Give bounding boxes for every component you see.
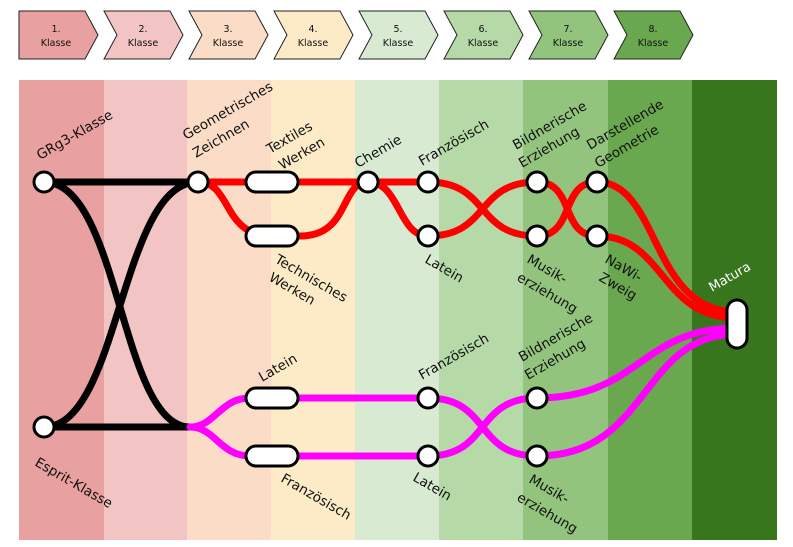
grade-4-label: Klasse <box>298 38 329 49</box>
grade-column-6 <box>439 80 523 540</box>
stop-matura <box>725 298 749 350</box>
stop-grg3-klasse <box>32 170 56 194</box>
stop-bildn-top <box>525 170 549 194</box>
grade-chevron-5: 5. Klasse <box>358 10 439 60</box>
grade-chevron-4: 4. Klasse <box>273 10 354 60</box>
stop-musik-top <box>525 224 549 248</box>
class-switch-lines <box>40 178 202 431</box>
grade-7-label: Klasse <box>553 38 584 49</box>
grade-chevron-8-shape <box>613 10 694 60</box>
grade-6-label: Klasse <box>468 38 499 49</box>
stop-technisches-werken <box>244 224 300 248</box>
grade-chevron-8: 8. Klasse <box>613 10 694 60</box>
stop-darstellende-geometrie <box>585 170 609 194</box>
stop-nawi-zweig <box>585 224 609 248</box>
grade-chevron-5-shape <box>358 10 439 60</box>
grade-chevron-2: 2. Klasse <box>103 10 184 60</box>
grade-column-1 <box>19 80 104 540</box>
grade-5-label: Klasse <box>383 38 414 49</box>
stop-latein-esprit <box>244 386 300 410</box>
stop-bildn-esprit <box>525 386 549 410</box>
stop-esprit-klasse <box>32 415 56 439</box>
nawi-to-matura <box>593 232 741 322</box>
grade-8-label: Klasse <box>638 38 669 49</box>
grade-chevron-4-shape <box>273 10 354 60</box>
stop-chemie <box>356 170 380 194</box>
stop-textiles-werken <box>244 170 300 194</box>
grade-chevron-1-shape <box>18 10 99 60</box>
grade-chevron-3: 3. Klasse <box>188 10 269 60</box>
grade-2-number: 2. <box>138 24 147 35</box>
grade-chevron-6-shape <box>443 10 524 60</box>
grade-8-number: 8. <box>648 24 657 35</box>
stop-geometrisches-zeichnen <box>186 170 210 194</box>
stop-franz-esprit <box>244 444 300 468</box>
stop-latein-esprit-6 <box>416 444 440 468</box>
grade-6-number: 6. <box>478 24 487 35</box>
esprit-bildn-to-matura <box>533 324 741 402</box>
grade-4-number: 4. <box>308 24 317 35</box>
esprit-musik-to-matura <box>533 330 741 460</box>
cross-line-up <box>40 178 202 431</box>
grade-chevron-1: 1. Klasse <box>18 10 99 60</box>
grade-chevron-6: 6. Klasse <box>443 10 524 60</box>
grade-1-number: 1. <box>51 24 60 35</box>
grade-chevron-7: 7. Klasse <box>528 10 609 60</box>
grade-3-number: 3. <box>223 24 232 35</box>
grade-7-number: 7. <box>563 24 572 35</box>
stop-musik-esprit <box>525 444 549 468</box>
esprit-cross-2 <box>424 394 541 460</box>
grade-chevron-7-shape <box>528 10 609 60</box>
grade-chevron-3-shape <box>188 10 269 60</box>
cross-latein-to-bildn <box>424 178 541 240</box>
grade-column-8 <box>608 80 692 540</box>
stop-latein-top <box>416 224 440 248</box>
stop-franz-esprit-6 <box>416 386 440 410</box>
grade-1-label: Klasse <box>41 38 72 49</box>
grade-2-label: Klasse <box>128 38 159 49</box>
stop-franz-top <box>416 170 440 194</box>
grade-3-label: Klasse <box>213 38 244 49</box>
grade-header: 1. Klasse 2. Klasse 3. Klasse 4. Klasse … <box>18 10 694 60</box>
grade-chevron-2-shape <box>103 10 184 60</box>
grade-5-number: 5. <box>393 24 402 35</box>
darst-to-matura <box>593 178 741 316</box>
stops <box>32 170 749 468</box>
